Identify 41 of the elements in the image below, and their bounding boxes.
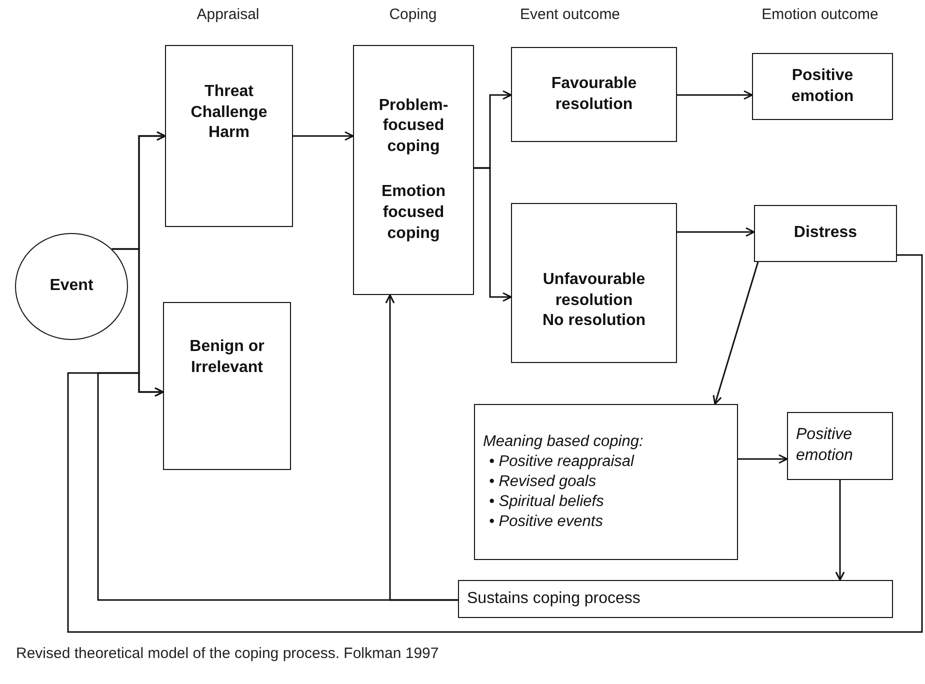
box-text: Threat Challenge Harm <box>190 82 268 144</box>
outcome-box <box>511 203 677 363</box>
box-text: Positive emotion <box>790 66 855 106</box>
arrow <box>474 167 512 302</box>
distress-box <box>754 205 897 262</box>
arrow <box>97 372 458 601</box>
arrow <box>677 90 753 100</box>
box-text: Event <box>50 276 94 296</box>
arrow <box>67 131 923 633</box>
bullet-item: • Spiritual beliefs <box>489 492 605 512</box>
bullet-item: • Positive events <box>489 512 604 532</box>
column-heading: Event outcome <box>520 6 620 23</box>
bullet-item: • Positive reappraisal <box>489 452 634 472</box>
arrow <box>738 454 788 464</box>
column-heading: Emotion outcome <box>762 6 878 23</box>
bullet-item: • Revised goals <box>489 472 598 492</box>
emotion-box <box>752 53 893 120</box>
column-heading: Coping <box>389 6 437 23</box>
column-heading: Appraisal <box>196 6 260 23</box>
arrow <box>712 262 759 405</box>
box-text: Problem-focused coping <box>378 96 450 158</box>
box-text: Distress <box>794 223 858 244</box>
box-heading: Meaning based coping: <box>483 432 644 452</box>
box-text: Sustains coping process <box>467 588 640 609</box>
arrow <box>293 131 354 141</box>
arrow <box>677 227 755 237</box>
appraisal-box <box>163 302 291 470</box>
outcome-box <box>511 47 677 142</box>
appraisal-box <box>165 45 293 227</box>
box-text: Unfavourable resolution <box>542 270 646 311</box>
box-text: Emotion focused coping <box>380 182 446 244</box>
box-text: No resolution <box>542 311 646 332</box>
caption: Revised theoretical model of the coping process. Folkman 1997 <box>16 645 439 662</box>
emotion-box <box>787 412 893 480</box>
process-box <box>458 580 893 618</box>
box-text: Favourable resolution <box>550 74 638 114</box>
coping-box <box>353 45 474 295</box>
meaning-coping-box <box>474 404 738 560</box>
box-text: Positive emotion <box>796 425 854 466</box>
box-text: Benign or Irrelevant <box>188 337 266 378</box>
arrow <box>835 480 845 581</box>
